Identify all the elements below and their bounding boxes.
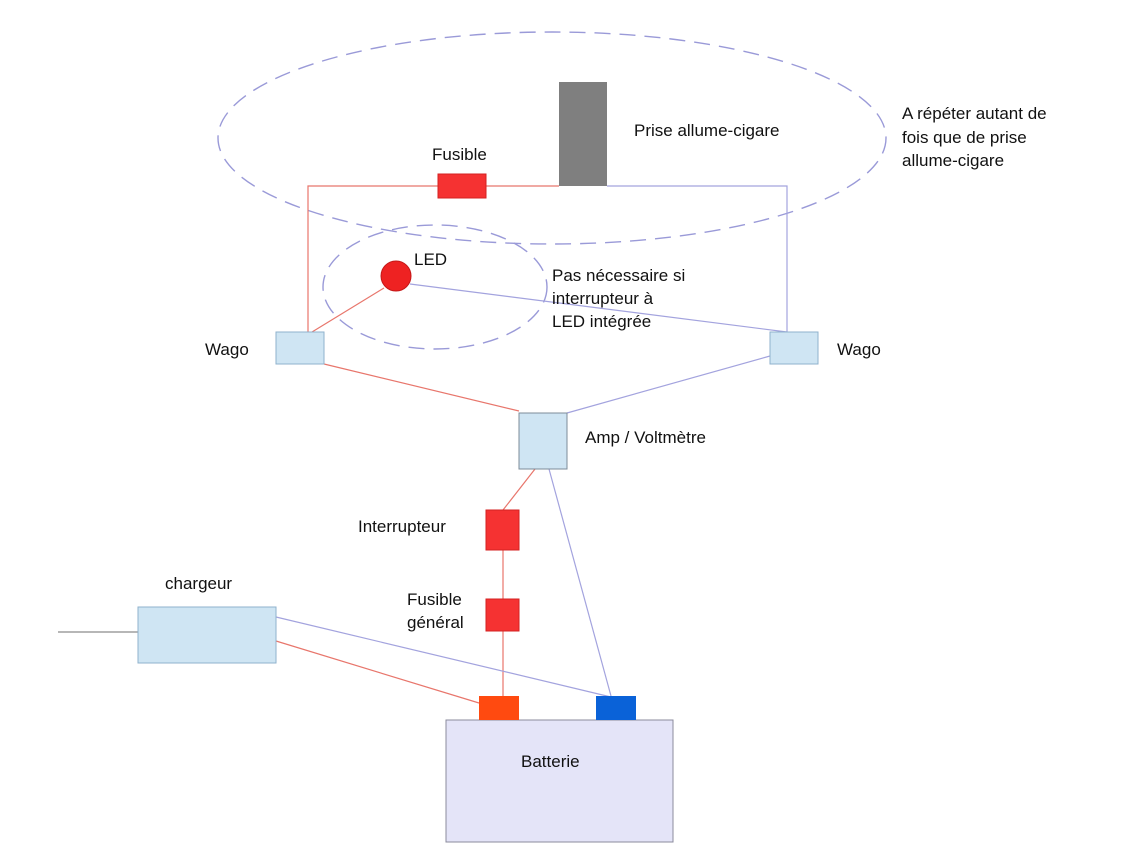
wire-wago-to-led [311,287,385,333]
main-fuse-label-line2: général [407,613,464,632]
led-optional-outline [322,224,548,350]
battery-terminal-negative [596,696,636,720]
led-label: LED [414,250,447,269]
amp-voltmeter-label: Amp / Voltmètre [585,428,706,447]
wago-left [275,331,325,365]
repeat-group-outline [217,31,887,245]
socket-label: Prise allume-cigare [634,121,780,140]
battery-terminal-positive [479,696,519,720]
wire-wago-to-amp [323,363,520,412]
wire-charger-to-battery-positive [275,640,480,704]
repeat-note-line2: fois que de prise [902,128,1027,147]
repeat-note-line1: A répéter autant de [902,104,1047,123]
wire-led-to-wago [409,283,788,333]
wago-right-label: Wago [837,340,881,359]
main-fuse [485,598,520,632]
led [380,260,412,292]
fuse [437,173,487,199]
main-fuse-label-line1: Fusible [407,590,462,609]
switch-label: Interrupteur [358,517,446,536]
battery [445,719,674,843]
charger [137,606,277,664]
led-note-line3: LED intégrée [552,312,651,331]
amp-voltmeter [518,412,568,470]
fuse-label: Fusible [432,145,487,164]
wago-right [769,331,819,365]
wire-amp-to-switch [502,468,536,511]
switch [485,509,520,551]
wire-wago-to-fuse [307,185,438,332]
positive-wires [275,185,559,704]
led-note-line1: Pas nécessaire si [552,266,685,285]
wago-left-label: Wago [205,340,249,359]
negative-wires [275,185,788,698]
wire-charger-to-battery-negative [275,616,612,698]
wire-socket-to-wago [607,185,788,332]
led-note-line2: interrupteur à [552,289,654,308]
wire-amp-to-battery-negative [548,468,612,697]
repeat-note-line3: allume-cigare [902,151,1004,170]
cigarette-socket [559,82,607,186]
charger-label: chargeur [165,574,232,593]
battery-label: Batterie [521,752,580,771]
wire-wago-to-amp-negative [566,355,771,414]
